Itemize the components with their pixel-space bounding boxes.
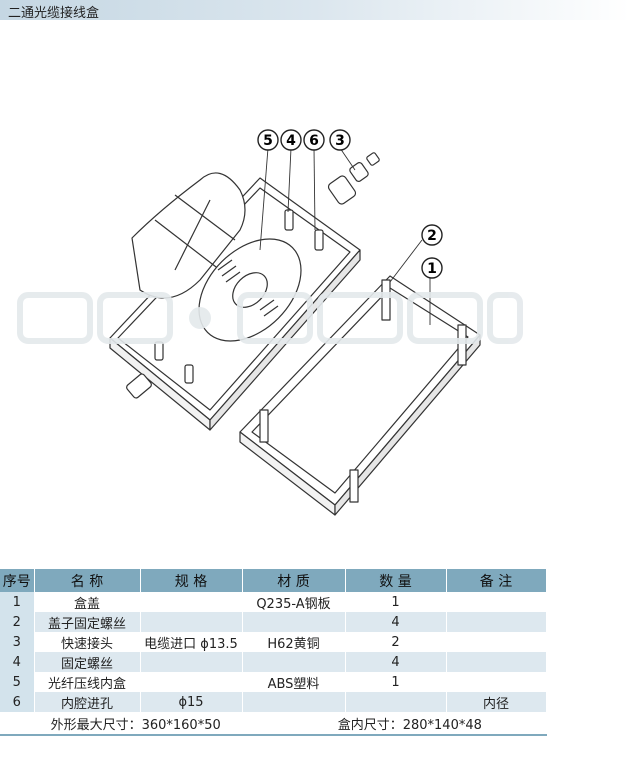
- outer-dimensions: 外形最大尺寸：360*160*50: [50, 717, 221, 733]
- callout-1: 1: [421, 257, 443, 279]
- cell-no: 3: [0, 632, 35, 652]
- cell-name: 盖子固定螺丝: [34, 612, 141, 632]
- callout-4-label: 4: [286, 133, 296, 149]
- cell-spec: [140, 672, 243, 692]
- cell-note: [446, 632, 547, 652]
- callout-5: 5: [257, 129, 279, 151]
- header-name: 名 称: [34, 569, 141, 592]
- cell-material: ABS塑料: [242, 672, 346, 692]
- header-spec: 规 格: [140, 569, 243, 592]
- cell-name: 盒盖: [34, 592, 141, 612]
- header-note: 备 注: [446, 569, 547, 592]
- table-row: 4 固定螺丝 4: [0, 652, 547, 672]
- table-row: 6 内腔进孔 ϕ15 内径: [0, 692, 547, 712]
- callout-6: 6: [303, 129, 325, 151]
- table-row: 3 快速接头 电缆进口 ϕ13.5 H62黄铜 2: [0, 632, 547, 652]
- cable-gland: [126, 373, 152, 399]
- cell-material: [242, 652, 346, 672]
- cell-name: 固定螺丝: [34, 652, 141, 672]
- cell-material: [242, 692, 346, 712]
- spec-table: 序号 名 称 规 格 材 质 数 量 备 注 1 盒盖 Q235-A钢板 1 2…: [0, 569, 547, 736]
- cell-qty: 1: [345, 672, 447, 692]
- title-bar: 二通光缆接线盒: [0, 0, 630, 21]
- cell-qty: 2: [345, 632, 447, 652]
- cell-qty: 4: [345, 652, 447, 672]
- quick-connector: [327, 152, 380, 205]
- cell-spec: 电缆进口 ϕ13.5: [140, 632, 243, 652]
- callout-3: 3: [329, 129, 351, 151]
- cell-no: 5: [0, 672, 35, 692]
- cell-spec: [140, 592, 243, 612]
- callout-2: 2: [421, 224, 443, 246]
- callout-6-label: 6: [309, 133, 319, 149]
- table-row: 2 盖子固定螺丝 4: [0, 612, 547, 632]
- cell-material: [242, 612, 346, 632]
- header-qty: 数 量: [345, 569, 447, 592]
- cell-name: 内腔进孔: [34, 692, 141, 712]
- inner-dimensions: 盒内尺寸：280*140*48: [337, 717, 482, 733]
- callout-4: 4: [280, 129, 302, 151]
- cell-no: 1: [0, 592, 35, 612]
- base-screws: [154, 209, 324, 384]
- table-header-row: 序号 名 称 规 格 材 质 数 量 备 注: [0, 569, 547, 592]
- header-no: 序号: [0, 569, 35, 592]
- table-footer-row: 外形最大尺寸：360*160*50 盒内尺寸：280*140*48: [0, 712, 547, 736]
- callout-3-label: 3: [335, 133, 345, 149]
- cell-spec: [140, 612, 243, 632]
- callout-1-label: 1: [427, 261, 437, 277]
- cell-note: [446, 652, 547, 672]
- cell-qty: [345, 692, 447, 712]
- table-row: 1 盒盖 Q235-A钢板 1: [0, 592, 547, 612]
- cell-no: 6: [0, 692, 35, 712]
- page-title: 二通光缆接线盒: [8, 6, 100, 21]
- tray-flap: [131, 172, 246, 299]
- cell-name: 光纤压线内盒: [34, 672, 141, 692]
- cell-note: [446, 592, 547, 612]
- cell-spec: ϕ15: [140, 692, 243, 712]
- callout-5-label: 5: [263, 133, 273, 149]
- cell-no: 2: [0, 612, 35, 632]
- callout-2-label: 2: [427, 228, 437, 244]
- header-material: 材 质: [242, 569, 346, 592]
- cell-spec: [140, 652, 243, 672]
- cell-note: [446, 612, 547, 632]
- exploded-view-diagram: 5 4 6 3 2 1: [109, 129, 481, 516]
- cell-material: H62黄铜: [242, 632, 346, 652]
- cell-qty: 1: [345, 592, 447, 612]
- table-row: 5 光纤压线内盒 ABS塑料 1: [0, 672, 547, 692]
- cell-note: 内径: [446, 692, 547, 712]
- dimensions-cell: 外形最大尺寸：360*160*50 盒内尺寸：280*140*48: [0, 712, 547, 736]
- cell-no: 4: [0, 652, 35, 672]
- cell-material: Q235-A钢板: [242, 592, 346, 612]
- cell-note: [446, 672, 547, 692]
- cell-name: 快速接头: [34, 632, 141, 652]
- cell-qty: 4: [345, 612, 447, 632]
